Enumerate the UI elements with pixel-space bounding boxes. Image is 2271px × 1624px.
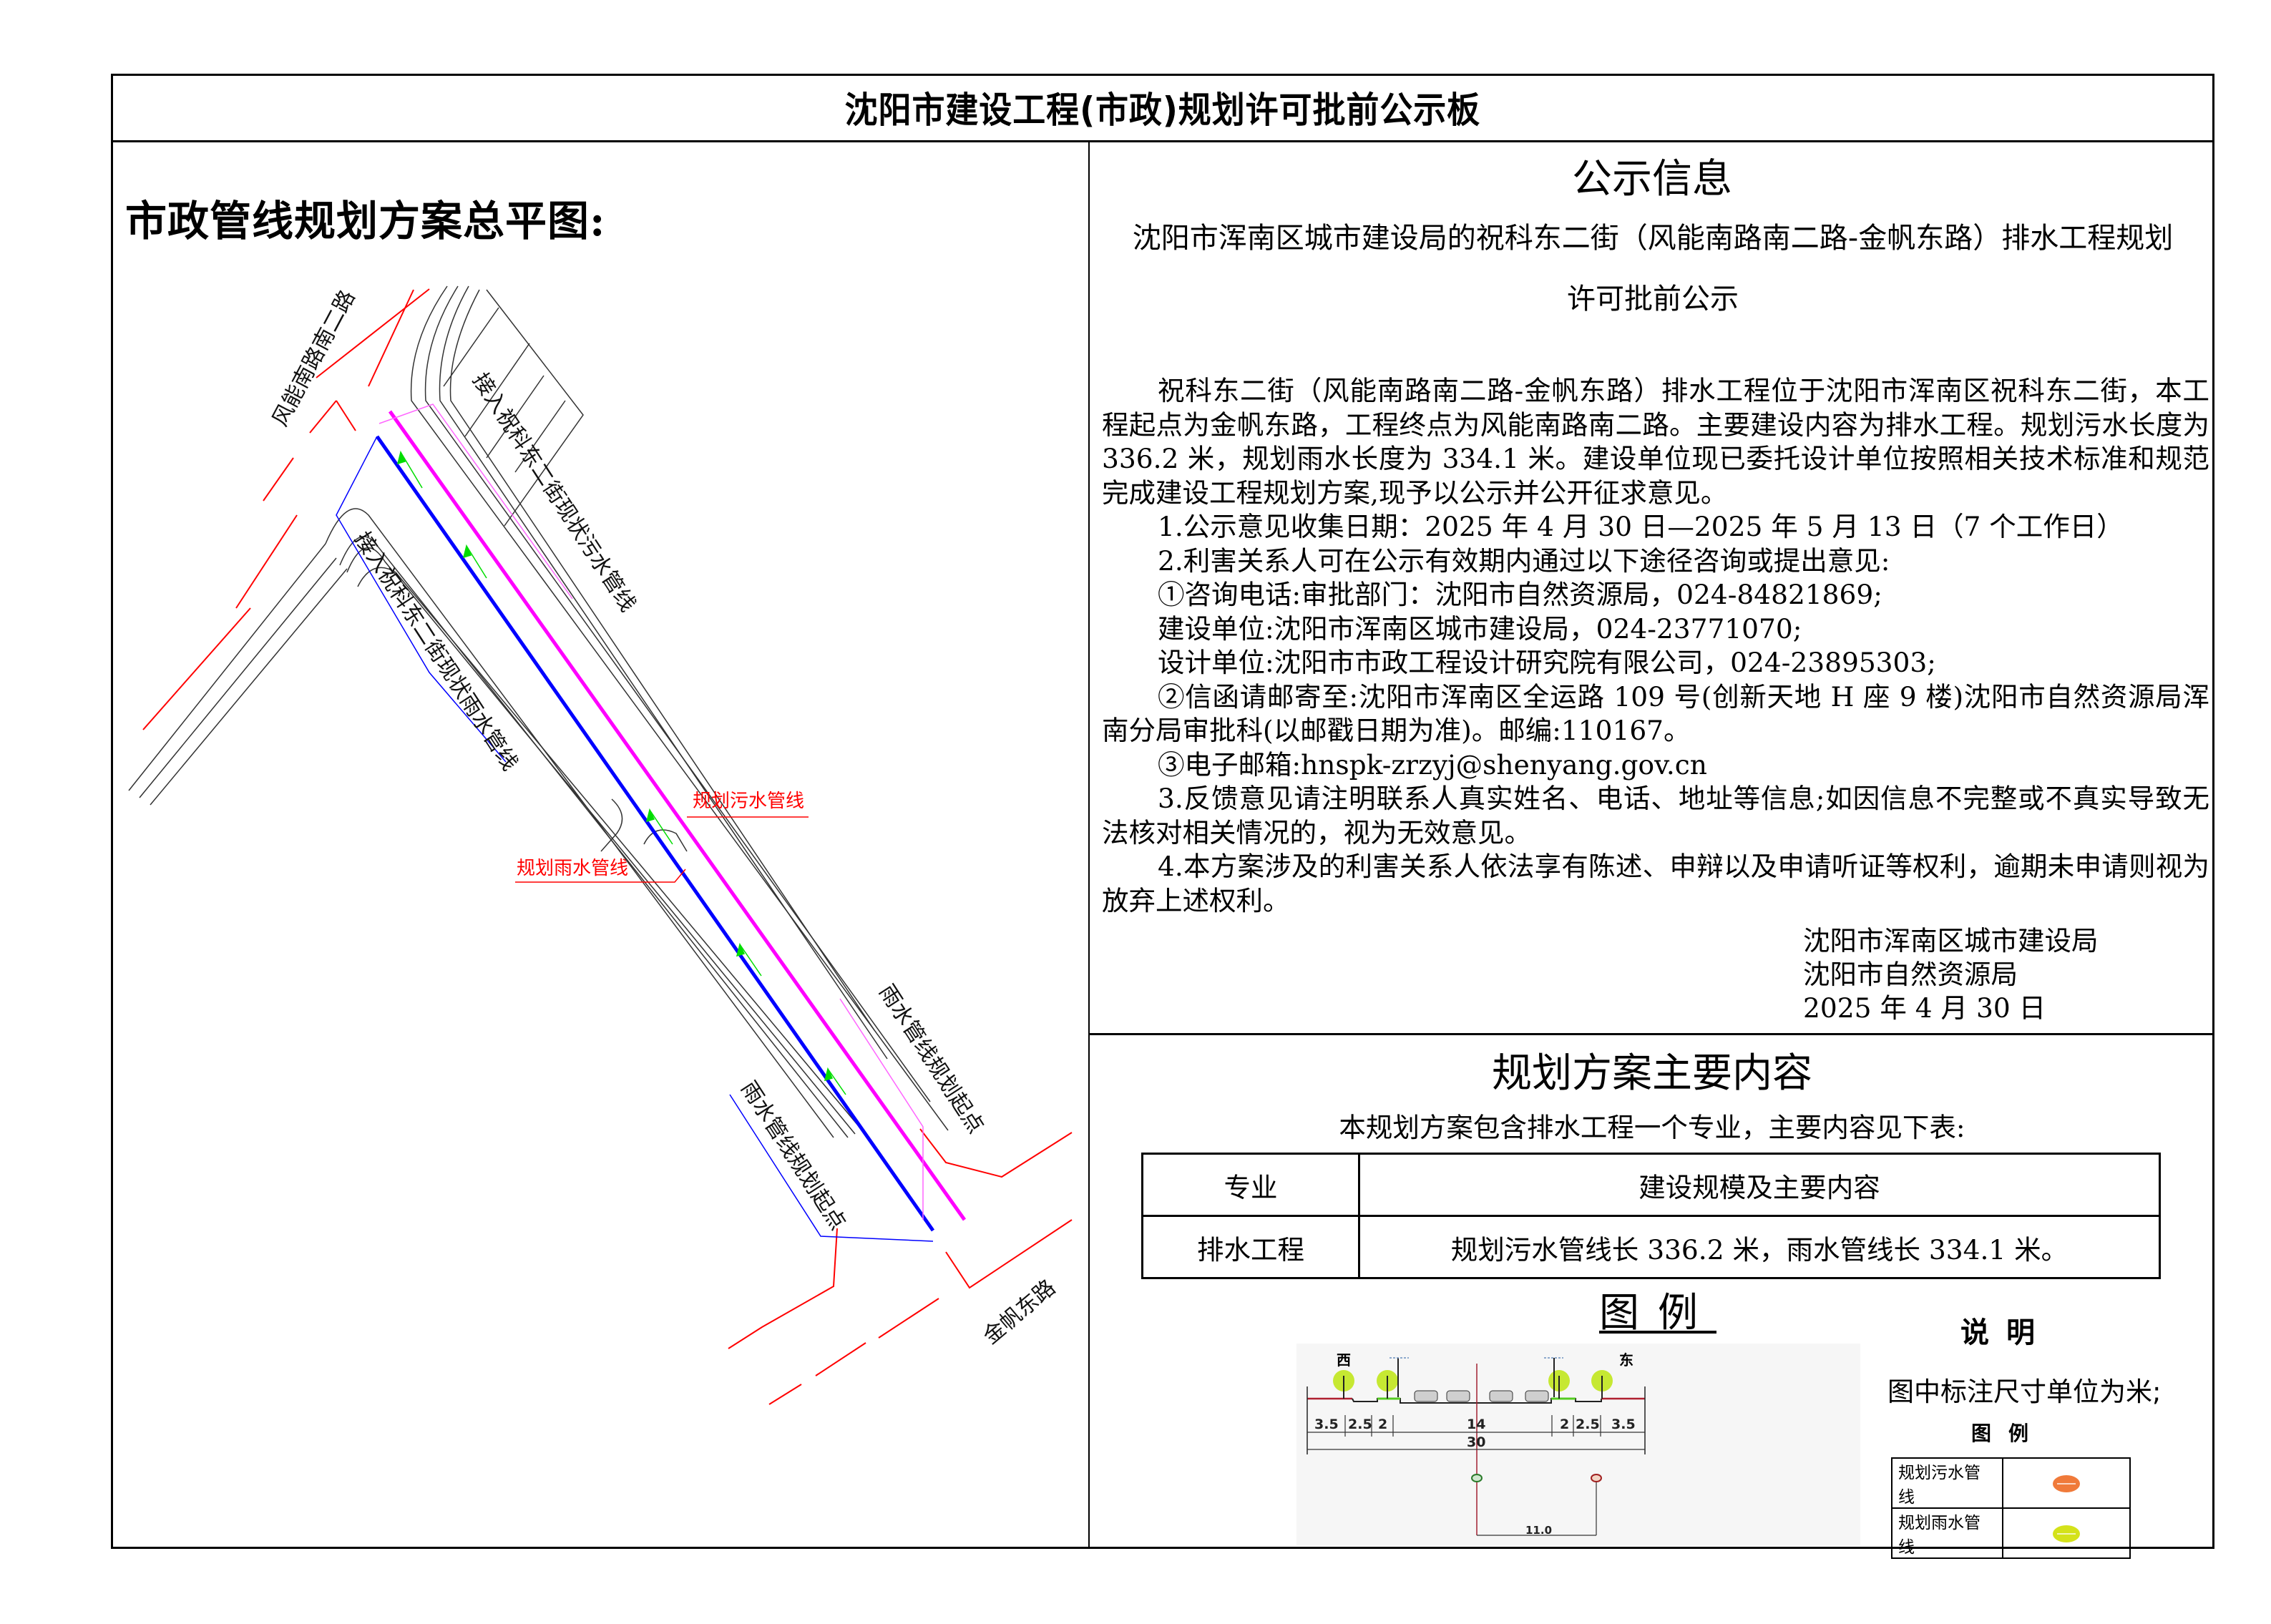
notes-legend-table: 规划污水管线 规划雨水管线 [1891, 1457, 2131, 1559]
signature-org-2: 沈阳市自然资源局 [1803, 959, 2018, 990]
legend-row: 规划雨水管线 [1891, 1507, 2131, 1559]
notice-item-4: 4.本方案涉及的利害关系人依法享有陈述、申辩以及申请听证等权利，逾期未申请则视为… [1102, 851, 2209, 916]
dim-seg-4: 14 [1467, 1417, 1485, 1432]
notes-title: 说明 [1960, 1316, 2052, 1349]
label-east: 东 [1619, 1351, 1633, 1369]
sewage-legend-icon [2053, 1474, 2080, 1492]
notice-heading-line1: 沈阳市浑南区城市建设局的祝科东二街（风能南路南二路-金帆东路）排水工程规划 [1132, 222, 2174, 255]
planned-rain-pipe [375, 435, 935, 1232]
contact-approval-dept: ①咨询电话:审批部门：沈阳市自然资源局，024-84821869; [1158, 579, 1882, 610]
dim-seg-2: 2.5 [1348, 1417, 1372, 1432]
dim-seg-1: 3.5 [1314, 1417, 1339, 1432]
road-cross-section: 西 东 [1296, 1344, 1860, 1545]
plan-intro: 本规划方案包含排水工程一个专业，主要内容见下表: [1339, 1112, 1965, 1143]
notice-heading-line2: 许可批前公示 [1567, 283, 1739, 315]
notes-unit: 图中标注尺寸单位为米; [1887, 1376, 2162, 1407]
notice-item-1: 1.公示意见收集日期：2025 年 4 月 30 日—2025 年 5 月 13… [1158, 511, 2124, 542]
planned-sewage-pipe [388, 410, 967, 1221]
site-plan-map: 风能南路南二路 接入祝科东二街现状污水管线 接入祝科东二街现状雨水管线 雨水管线… [112, 243, 1088, 1545]
board-frame [111, 74, 2214, 1549]
label-rain-start-west: 雨水管线规划起点 [736, 1077, 850, 1234]
label-existing-rain: 接入祝科东二街现状雨水管线 [349, 527, 522, 775]
table-header-cell: 专业 [1141, 1153, 1359, 1217]
rain-legend-icon [2053, 1525, 2080, 1542]
notes-legend-title: 图例 [1971, 1422, 2046, 1445]
board-title: 沈阳市建设工程(市政)规划许可批前公示板 [844, 89, 1481, 131]
label-road-south: 金帆东路 [979, 1275, 1060, 1349]
signature-org-1: 沈阳市浑南区城市建设局 [1803, 925, 2099, 957]
legend-label: 规划污水管线 [1891, 1457, 2003, 1509]
table-cell: 规划污水管线长 336.2 米，雨水管线长 334.1 米。 [1358, 1215, 2161, 1279]
label-planned-rain: 规划雨水管线 [517, 858, 628, 879]
dim-seg-6: 2.5 [1576, 1417, 1600, 1432]
plan-section-title: 规划方案主要内容 [1492, 1050, 1812, 1097]
board-title-row: 沈阳市建设工程(市政)规划许可批前公示板 [111, 74, 2214, 142]
contact-mail-address: ②信函请邮寄至:沈阳市浑南区全运路 109 号(创新天地 H 座 9 楼)沈阳市… [1102, 680, 2209, 747]
notice-section-title: 公示信息 [1572, 156, 1732, 202]
sewage-pipe-symbol [1591, 1474, 1602, 1482]
map-section-title: 市政管线规划方案总平图: [125, 197, 606, 245]
boundary-lines [142, 288, 1073, 1405]
label-planned-sewage: 规划污水管线 [693, 791, 804, 812]
right-horizontal-divider [1089, 1033, 2214, 1035]
dim-seg-5: 2 [1560, 1417, 1569, 1432]
notice-item-3: 3.反馈意见请注明联系人真实姓名、电话、地址等信息;如因信息不完整或不真实导致无… [1102, 783, 2209, 848]
plan-content-table: 专业 建设规模及主要内容 排水工程 规划污水管线长 336.2 米，雨水管线长 … [1141, 1153, 2161, 1279]
site-plan-drawing: 风能南路南二路 接入祝科东二街现状污水管线 接入祝科东二街现状雨水管线 雨水管线… [128, 285, 1073, 1405]
notice-signature: 沈阳市浑南区城市建设局 沈阳市自然资源局 2025 年 4 月 30 日 [1803, 924, 2099, 1025]
legend-title: 图例 [1599, 1290, 1716, 1336]
notice-intro: 祝科东二街（风能南路南二路-金帆东路）排水工程位于沈阳市浑南区祝科东二街，本工程… [1102, 375, 2209, 509]
contact-design-unit: 设计单位:沈阳市市政工程设计研究院有限公司，024-23895303; [1158, 647, 1936, 678]
table-cell: 排水工程 [1141, 1215, 1359, 1279]
contact-email[interactable]: ③电子邮箱:hnspk-zrzyj@shenyang.gov.cn [1158, 748, 1707, 781]
label-west: 西 [1337, 1351, 1351, 1369]
contact-construction-unit: 建设单位:沈阳市浑南区城市建设局，024-23771070; [1158, 612, 1802, 645]
dim-total: 30 [1467, 1434, 1485, 1450]
notice-item-2: 2.利害关系人可在公示有效期内通过以下途径咨询或提出意见: [1158, 544, 1890, 577]
label-road-north: 风能南路南二路 [268, 286, 360, 431]
road-edge-lines [128, 285, 949, 1138]
table-header-cell: 建设规模及主要内容 [1358, 1153, 2161, 1217]
legend-label: 规划雨水管线 [1891, 1507, 2003, 1559]
table-row: 排水工程 规划污水管线长 336.2 米，雨水管线长 334.1 米。 [1141, 1215, 2161, 1279]
callout-leaders [336, 403, 934, 1242]
vertical-divider [1088, 142, 1090, 1549]
dim-seg-3: 2 [1378, 1417, 1387, 1432]
signature-date: 2025 年 4 月 30 日 [1803, 992, 2046, 1024]
table-header-row: 专业 建设规模及主要内容 [1141, 1153, 2161, 1217]
notice-body: 祝科东二街（风能南路南二路-金帆东路）排水工程位于沈阳市浑南区祝科东二街，本工程… [1102, 374, 2209, 918]
dim-seg-7: 3.5 [1611, 1417, 1636, 1432]
rain-pipe-symbol [1471, 1474, 1483, 1482]
legend-row: 规划污水管线 [1891, 1457, 2131, 1509]
dim-offset: 11.0 [1525, 1524, 1552, 1537]
notes-panel: 说明 图中标注尺寸单位为米; 图例 规划污水管线 规划雨水管线 [1860, 1288, 2214, 1559]
flow-arrows [396, 450, 846, 1095]
